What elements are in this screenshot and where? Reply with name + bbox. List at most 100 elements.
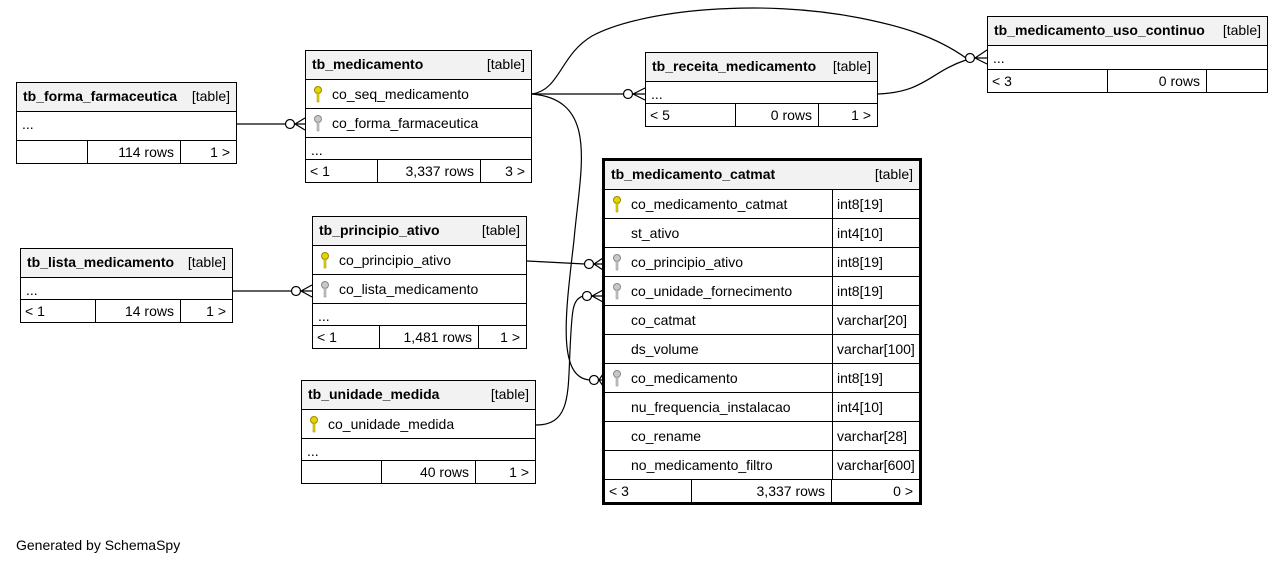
- table-medicamento[interactable]: tb_medicamento [table] co_seq_medicament…: [305, 50, 532, 183]
- table-type: [table]: [187, 254, 226, 270]
- children-count: 1 >: [180, 300, 232, 322]
- column-type: varchar[20]: [832, 306, 919, 334]
- column-name: co_medicamento_catmat: [631, 196, 788, 212]
- column-name: co_principio_ativo: [339, 252, 452, 268]
- table-type: [table]: [191, 88, 230, 104]
- edge-unidade-catmat: [535, 295, 584, 426]
- table-unidade-medida[interactable]: tb_unidade_medida [table] co_unidade_med…: [301, 380, 536, 484]
- children-count: 1 >: [180, 141, 236, 163]
- more-columns: ...: [307, 443, 319, 459]
- edge-receita-uso: [877, 59, 967, 95]
- more-columns-row: ...: [646, 82, 877, 104]
- table-header: tb_unidade_medida [table]: [302, 381, 535, 410]
- generated-by-label: Generated by SchemaSpy: [16, 537, 181, 553]
- column-type: varchar[600]: [832, 451, 919, 479]
- table-lista-medicamento[interactable]: tb_lista_medicamento [table] ... < 1 14 …: [20, 248, 233, 323]
- column-type: int8[19]: [832, 190, 919, 218]
- foreign-key-icon: [613, 370, 621, 387]
- table-type: [table]: [490, 386, 529, 402]
- column-row[interactable]: co_seq_medicamento: [306, 80, 531, 109]
- column-type: int8[19]: [832, 277, 919, 305]
- table-name: tb_receita_medicamento: [652, 58, 817, 74]
- table-footer: < 1 3,337 rows 3 >: [306, 160, 531, 182]
- table-footer: < 3 0 rows: [988, 70, 1267, 92]
- column-name: co_forma_farmaceutica: [332, 115, 479, 131]
- column-name: co_seq_medicamento: [332, 86, 469, 102]
- edge-medicamento-catmat: [531, 93, 591, 381]
- table-type: [table]: [874, 166, 913, 182]
- table-footer: < 1 1,481 rows 1 >: [313, 326, 526, 348]
- table-footer: < 5 0 rows 1 >: [646, 104, 877, 126]
- column-type: int8[19]: [832, 364, 919, 392]
- table-header: tb_principio_ativo [table]: [313, 217, 526, 246]
- primary-key-icon: [310, 416, 318, 433]
- table-type: [table]: [486, 56, 525, 72]
- table-header: tb_receita_medicamento [table]: [646, 53, 877, 82]
- table-type: [table]: [1222, 22, 1261, 38]
- column-type: int4[10]: [832, 393, 919, 421]
- more-columns-row: ...: [17, 112, 236, 141]
- table-name: tb_forma_farmaceutica: [23, 88, 178, 104]
- table-footer: 114 rows 1 >: [17, 141, 236, 163]
- table-medicamento-uso-continuo[interactable]: tb_medicamento_uso_continuo [table] ... …: [987, 16, 1268, 93]
- more-columns: ...: [993, 50, 1005, 66]
- row-count: 1,481 rows: [379, 326, 478, 348]
- table-principio-ativo[interactable]: tb_principio_ativo [table] co_principio_…: [312, 216, 527, 349]
- children-count: 0 >: [831, 480, 919, 502]
- more-columns: ...: [318, 308, 330, 324]
- table-type: [table]: [481, 222, 520, 238]
- row-count: 0 rows: [1107, 70, 1206, 92]
- row-count: 114 rows: [87, 141, 180, 163]
- column-row[interactable]: co_unidade_medida: [302, 410, 535, 439]
- table-receita-medicamento[interactable]: tb_receita_medicamento [table] ... < 5 0…: [645, 52, 878, 127]
- table-name: tb_medicamento_catmat: [611, 166, 776, 182]
- parents-count: < 1: [25, 303, 45, 319]
- column-row[interactable]: co_unidade_fornecimento int8[19]: [605, 277, 919, 306]
- column-type: varchar[100]: [832, 335, 919, 363]
- column-type: int4[10]: [832, 219, 919, 247]
- column-row[interactable]: nu_frequencia_instalacao int4[10]: [605, 393, 919, 422]
- column-row[interactable]: co_forma_farmaceutica: [306, 109, 531, 138]
- children-count: [1206, 70, 1267, 92]
- table-name: tb_lista_medicamento: [27, 254, 175, 270]
- table-medicamento-catmat[interactable]: tb_medicamento_catmat [table] co_medicam…: [602, 158, 922, 505]
- column-name: co_catmat: [631, 312, 696, 328]
- table-type: [table]: [832, 58, 871, 74]
- table-name: tb_medicamento: [312, 56, 424, 72]
- column-row[interactable]: co_principio_ativo: [313, 246, 526, 275]
- row-count: 14 rows: [95, 300, 180, 322]
- column-row[interactable]: co_medicamento_catmat int8[19]: [605, 190, 919, 219]
- parents-count: < 3: [609, 483, 629, 499]
- table-name: tb_principio_ativo: [319, 222, 440, 238]
- table-header: tb_medicamento [table]: [306, 51, 531, 80]
- foreign-key-icon: [613, 254, 621, 271]
- column-row[interactable]: co_principio_ativo int8[19]: [605, 248, 919, 277]
- column-name: nu_frequencia_instalacao: [631, 399, 791, 415]
- column-row[interactable]: co_catmat varchar[20]: [605, 306, 919, 335]
- column-type: int8[19]: [832, 248, 919, 276]
- row-count: 0 rows: [735, 104, 818, 126]
- more-columns-row: ...: [988, 46, 1267, 70]
- table-name: tb_medicamento_uso_continuo: [994, 22, 1205, 38]
- table-name: tb_unidade_medida: [308, 386, 440, 402]
- table-forma-farmaceutica[interactable]: tb_forma_farmaceutica [table] ... 114 ro…: [16, 82, 237, 164]
- primary-key-icon: [321, 252, 329, 269]
- children-count: 1 >: [475, 461, 535, 483]
- column-row[interactable]: co_lista_medicamento: [313, 275, 526, 304]
- column-name: co_rename: [631, 428, 702, 444]
- row-count: 3,337 rows: [691, 480, 831, 502]
- column-name: co_unidade_fornecimento: [631, 283, 793, 299]
- more-columns: ...: [26, 282, 38, 298]
- row-count: 3,337 rows: [377, 160, 480, 182]
- column-name: co_principio_ativo: [631, 254, 744, 270]
- parents-count: < 1: [310, 163, 330, 179]
- edge-medicamento-uso: [531, 7, 967, 95]
- table-footer: 40 rows 1 >: [302, 461, 535, 483]
- foreign-key-icon: [314, 115, 322, 132]
